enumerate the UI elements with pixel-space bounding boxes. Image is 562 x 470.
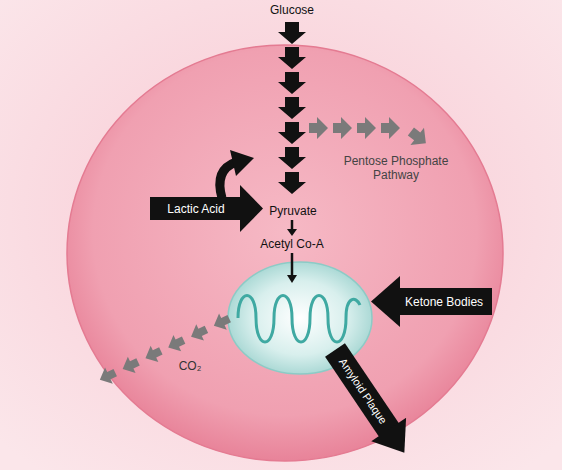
glucose-label: Glucose [270,3,314,17]
chevron [278,22,306,44]
acetyl-arrow [287,253,297,283]
chevron [309,117,328,139]
chevron [278,47,306,69]
chevron [381,117,400,139]
chevron [278,172,306,194]
chevron [119,354,142,378]
chevron [278,97,306,119]
lactic-arrow [150,150,263,232]
amyloid-arrow [318,338,422,464]
mitochondrion-cristae [238,296,360,343]
chevron [96,364,119,388]
input-label: Ketone Bodies [405,295,483,309]
chevron [164,332,187,356]
chevron [278,72,306,94]
pathway-label: Pentose Phosphate Pathway [334,154,458,182]
cell-body [67,45,503,461]
output-label: Amyloid Plaque [336,355,390,426]
co2-arrows [96,310,233,388]
chevron [404,123,433,152]
chevron [278,122,306,144]
chevron [142,343,165,367]
chevron [210,310,233,334]
chevron [187,321,210,345]
input-label: Lactic Acid [167,202,224,216]
pyruvate-arrow [287,220,297,236]
metabolite-label: Acetyl Co-A [260,237,323,251]
chevron [333,117,352,139]
metabolite-label: Pyruvate [269,204,316,218]
chevron [278,147,306,169]
pentose-arrows [309,117,433,152]
glycolysis-arrows [278,22,306,194]
output-label: CO₂ [179,359,202,373]
ketone-arrow [371,276,492,327]
chevron [357,117,376,139]
